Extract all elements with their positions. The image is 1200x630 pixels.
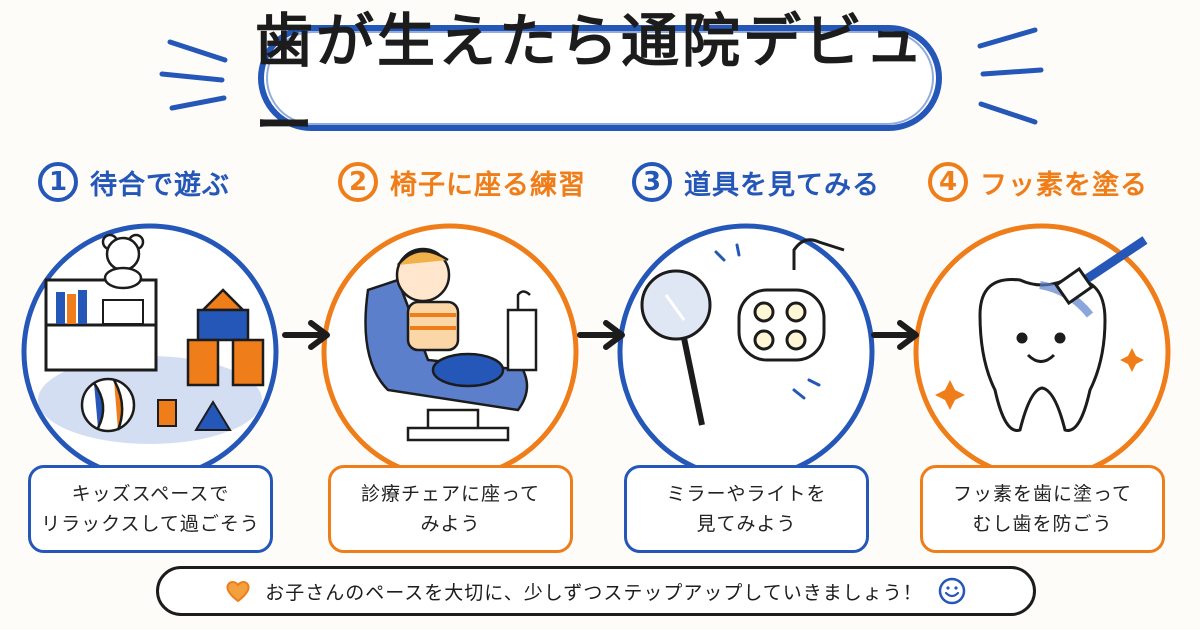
step-3-number: 3 (632, 162, 672, 202)
step-2-caption-line-1: 診療チェアに座って (360, 483, 541, 505)
heart-icon (226, 581, 250, 603)
dental-light-icon (737, 238, 845, 362)
arrow-1-to-2-icon (282, 320, 330, 350)
step-4-title: フッ素を塗る (980, 169, 1148, 201)
accent-lines-left (159, 39, 228, 111)
step-2-caption-line-2: みよう (420, 513, 481, 535)
fluoride-brush-icon (1054, 236, 1148, 306)
arrow-3-to-4-icon (871, 320, 919, 350)
step-1-heading: 1 待合で遊ぶ (38, 160, 230, 204)
footer-text: お子さんのペースを大切に、少しずつステップアップしていきましょう！ (265, 581, 923, 604)
teddy-bear-icon (101, 233, 145, 290)
step-1-caption: キッズスペースで リラックスして過ごそう (28, 465, 273, 553)
step-1-title: 待合で遊ぶ (90, 169, 230, 201)
step-2-heading: 2 椅子に座る練習 (338, 160, 586, 204)
step-2-caption: 診療チェアに座って みよう (328, 465, 573, 553)
page-title: 歯が生えたら通院デビュー (255, 7, 927, 159)
toy-blocks-icon (186, 288, 265, 387)
child-icon (395, 247, 505, 388)
step-4-caption: フッ素を歯に塗って むし歯を防ごう (920, 465, 1165, 553)
ball-icon (80, 377, 136, 433)
step-3-illustration (617, 223, 875, 481)
step-1-number: 1 (38, 162, 78, 202)
sparkle-icon (935, 348, 1144, 410)
spittoon-icon (506, 290, 538, 372)
step-1-caption-line-1: キッズスペースで (71, 483, 230, 505)
arrow-2-to-3-icon (577, 320, 625, 350)
step-2-illustration (321, 223, 579, 481)
step-1-illustration (21, 223, 279, 481)
step-3-heading: 3 道具を見てみる (632, 160, 880, 204)
title-bubble (258, 25, 942, 131)
step-4-caption-line-1: フッ素を歯に塗って (952, 483, 1133, 505)
step-4-illustration (913, 223, 1171, 481)
shine-lines (714, 243, 821, 400)
tooth-icon (978, 277, 1107, 432)
step-3-caption: ミラーやライトを 見てみよう (624, 465, 869, 553)
step-2-title: 椅子に座る練習 (390, 169, 586, 201)
step-4-caption-line-2: むし歯を防ごう (972, 513, 1113, 535)
step-4-number: 4 (928, 162, 968, 202)
step-4-heading: 4 フッ素を塗る (928, 160, 1148, 204)
step-3-caption-line-1: ミラーやライトを (666, 483, 827, 505)
dental-mirror-icon (640, 269, 712, 426)
smiley-icon (938, 577, 966, 605)
step-3-title: 道具を見てみる (684, 169, 880, 201)
footer-message-bar: お子さんのペースを大切に、少しずつステップアップしていきましょう！ (156, 566, 1036, 616)
accent-lines-right (977, 27, 1044, 125)
step-3-caption-line-2: 見てみよう (696, 513, 797, 535)
step-1-caption-line-2: リラックスして過ごそう (41, 513, 260, 535)
step-2-number: 2 (338, 162, 378, 202)
